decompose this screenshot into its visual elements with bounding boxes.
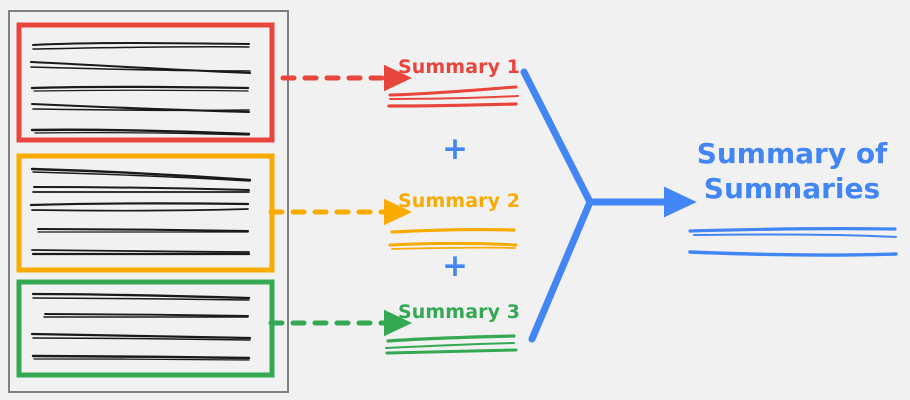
plus-operator-1: + — [442, 131, 468, 167]
summary-3-underlines — [385, 334, 518, 355]
summary-2-label: Summary 2 — [398, 190, 521, 212]
merge-branch-bottom — [528, 198, 594, 343]
final-output-underlines — [688, 227, 898, 257]
summary-1-label: Summary 1 — [398, 56, 521, 78]
summary-2-underlines — [388, 228, 518, 250]
final-output-line-2: Summaries — [703, 172, 881, 205]
final-output-label: Summary of Summaries — [662, 136, 910, 206]
source-document-border — [8, 10, 289, 393]
chunk-red-border — [16, 22, 275, 143]
summary-1-underlines — [387, 85, 519, 108]
chunk-green[interactable] — [16, 279, 275, 378]
merge-connector — [520, 68, 697, 343]
chunk-green-border — [16, 279, 275, 378]
plus-operator-2: + — [442, 248, 468, 284]
merge-branch-top — [520, 68, 594, 206]
final-output-line-1: Summary of — [696, 137, 888, 170]
chunk-orange[interactable] — [16, 153, 275, 273]
summary-3-label: Summary 3 — [398, 301, 521, 323]
chunk-red[interactable] — [16, 22, 275, 143]
chunk-orange-text-lines — [29, 167, 252, 256]
chunk-green-text-lines — [30, 292, 252, 361]
chunk-red-text-lines — [29, 41, 252, 136]
source-document-frame — [8, 10, 289, 393]
